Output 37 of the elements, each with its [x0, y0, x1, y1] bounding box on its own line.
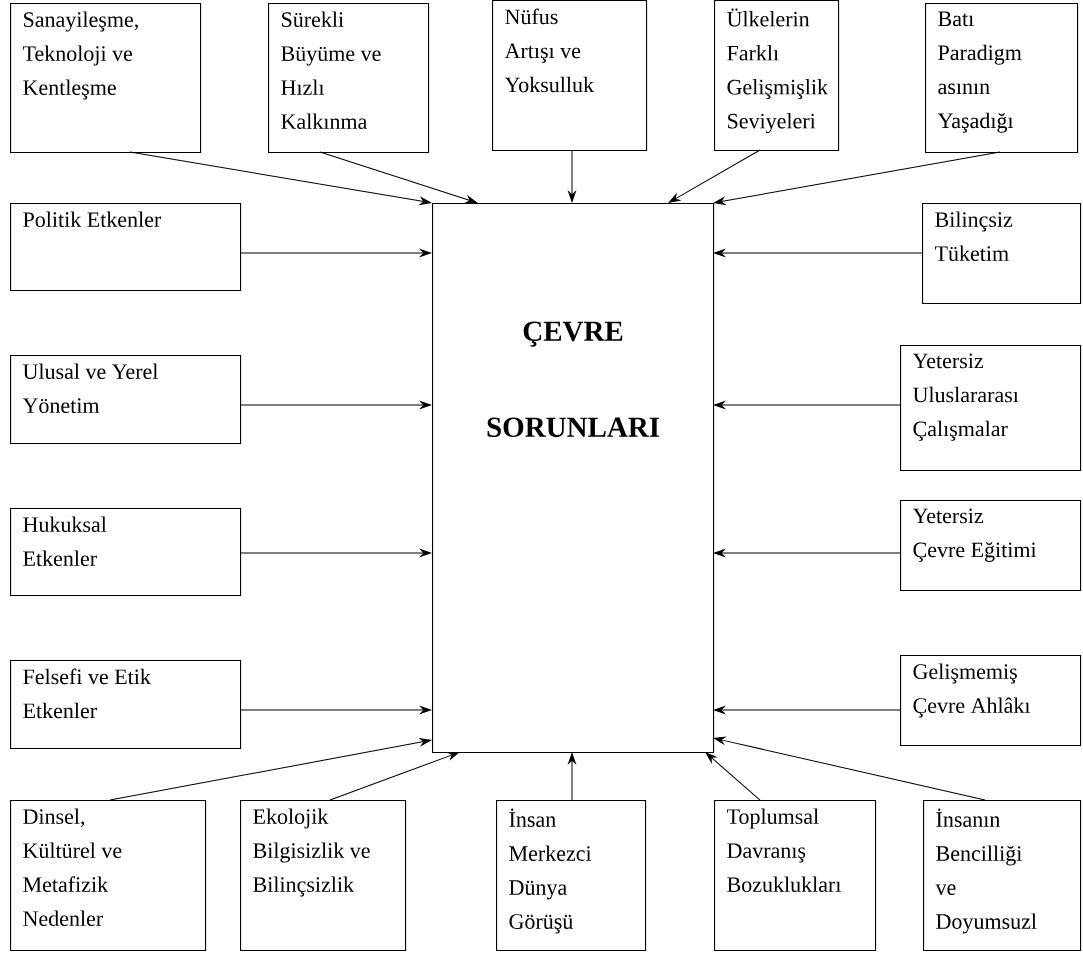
factor-box: Ekolojik Bilgisizlik ve Bilinçsizlik — [240, 800, 407, 952]
arrow — [319, 151, 478, 204]
arrow — [714, 549, 901, 557]
factor-box: Ülkelerin Farklı Gelişmişlik Seviyeleri — [714, 0, 840, 152]
arrow — [129, 151, 431, 205]
factor-box: Nüfus Artışı ve Yoksulluk — [492, 0, 648, 152]
factor-box: Batı Paradigm asının Yaşadığı — [925, 3, 1079, 154]
arrow — [239, 549, 431, 557]
arrow — [568, 753, 576, 801]
arrow — [109, 738, 431, 801]
arrow — [714, 151, 1001, 205]
factor-box: Politik Etkenler — [10, 203, 242, 292]
factor-box: Gelişmemiş Çevre Ahlâkı — [900, 655, 1082, 747]
factor-box: Toplumsal Davranış Bozuklukları — [714, 800, 877, 952]
arrow — [714, 736, 986, 801]
factor-box: Dinsel, Kültürel ve Metafizik Nedenler — [10, 800, 207, 952]
factor-box: İnsanın Bencilliği ve Doyumsuzl — [923, 800, 1082, 952]
arrow — [329, 752, 460, 801]
arrow — [705, 752, 761, 801]
factor-box: Ulusal ve Yerel Yönetim — [10, 355, 242, 445]
arrow — [239, 706, 431, 714]
arrow — [239, 401, 431, 409]
arrow — [714, 249, 923, 257]
factor-box: İnsan Merkezci Dünya Görüşü — [496, 800, 647, 952]
arrow — [239, 249, 431, 257]
factor-box: Yetersiz Çevre Eğitimi — [900, 500, 1082, 592]
arrow — [714, 401, 901, 409]
factor-box: Hukuksal Etkenler — [10, 508, 242, 597]
arrow — [668, 149, 761, 203]
factor-box: Bilinçsiz Tüketim — [922, 203, 1082, 305]
factor-box: Felsefi ve Etik Etkenler — [10, 660, 242, 750]
factor-box: Sürekli Büyüme ve Hızlı Kalkınma — [268, 3, 430, 154]
arrow — [568, 149, 576, 202]
factor-box: Yetersiz Uluslararası Çalışmalar — [900, 345, 1082, 472]
arrow — [714, 706, 901, 714]
central-box: ÇEVRE SORUNLARI — [432, 203, 715, 754]
factor-box: Sanayileşme, Teknoloji ve Kentleşme — [10, 3, 202, 154]
